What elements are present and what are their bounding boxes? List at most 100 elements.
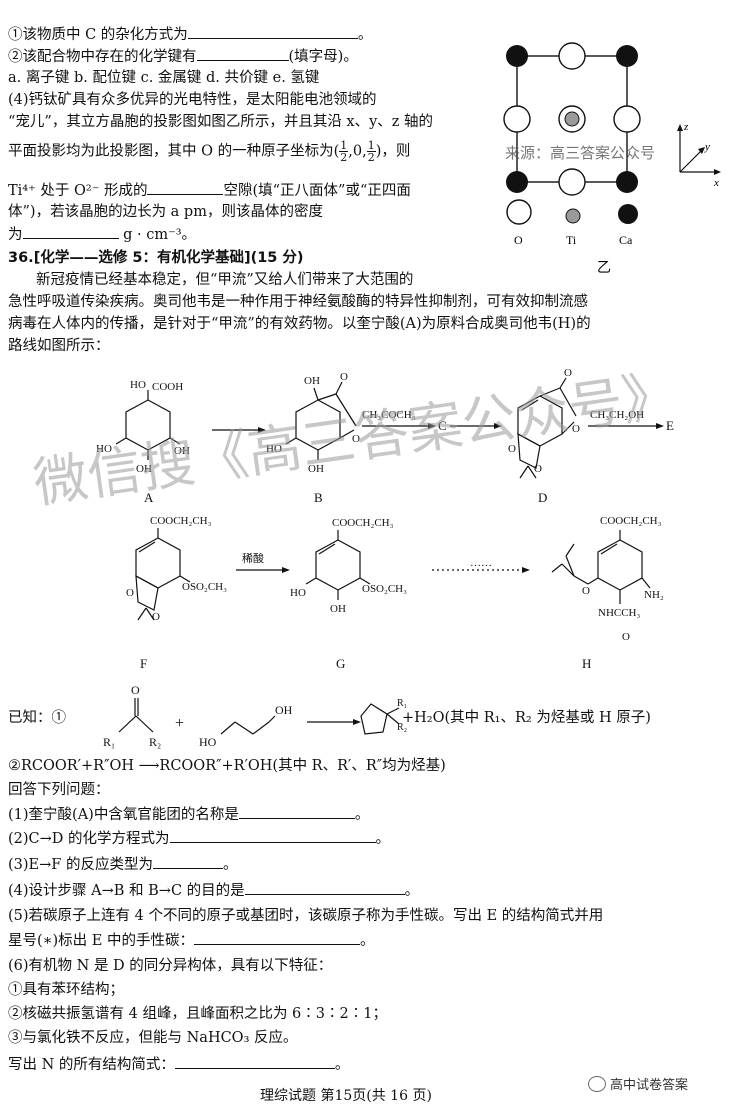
label-e: E (666, 418, 674, 433)
known-1-r2: R₂ (149, 735, 161, 749)
scheme-h-nh2: NH₂ (644, 589, 664, 601)
condition-2: ②核磁共振氢谱有 4 组峰，且峰面积之比为 6∶3∶2∶1； (8, 1006, 387, 1022)
axis-z-label: z (683, 121, 689, 133)
question-3: (3)E→F 的反应类型为。 (8, 854, 237, 875)
scheme-b-o: O (340, 371, 348, 383)
reagent-d-to-e: CH₃CH₂OH (590, 409, 644, 421)
scheme-d-o2: O (572, 423, 580, 435)
q35-line5: “宠儿”，其立方晶胞的投影图如图乙所示，并且其沿 x、y、z 轴的 (8, 114, 434, 130)
question-5a: (5)若碳原子上连有 4 个不同的原子或基团时，该碳原子称为手性碳。写出 E 的… (8, 908, 604, 924)
scheme-h-nhac: NHCCH₃ (598, 607, 641, 619)
ti-atom (564, 111, 580, 127)
ca-atom (616, 45, 638, 67)
question-6-answer: 写出 N 的所有结构简式：。 (8, 1054, 349, 1075)
label-f: F (140, 656, 147, 671)
scheme-b-o2: O (352, 433, 360, 445)
reagent-b-to-c: CH₃COCH₃ (362, 409, 416, 421)
label-b: B (314, 490, 323, 505)
scheme-a-oh2: OH (174, 445, 190, 457)
scheme-b-ho: HO (266, 443, 282, 455)
figure-caption: 乙 (597, 260, 611, 276)
legend-o-marker (506, 199, 532, 225)
known-1-reaction: O R₁ R₂ + HO OH R₁ R₂ (103, 683, 407, 749)
known-1-prod-r2: R₂ (397, 722, 407, 733)
question-6: (6)有机物 N 是 D 的同分异构体，具有以下特征： (8, 958, 333, 974)
scheme-g-ester: COOCH₂CH₃ (332, 517, 394, 529)
scheme-b-oh: OH (304, 375, 320, 387)
legend-ca-label: Ca (619, 233, 633, 247)
known-1-r1: R₁ (103, 735, 115, 749)
scheme-g-oso2: OSO₂CH₃ (362, 583, 407, 595)
crystal-projection-figure: z y x O Ti Ca 乙 (503, 42, 721, 276)
scheme-h-ester: COOCH₂CH₃ (600, 515, 662, 527)
question-5b: 星号(∗)标出 E 中的手性碳：。 (8, 930, 374, 951)
known-1-tail: +H₂O(其中 R₁、R₂ 为烃基或 H 原子) (402, 710, 651, 726)
known-1-ho: HO (199, 735, 217, 749)
page-footer: 理综试题 第15页(共 16 页) (260, 1088, 432, 1104)
legend-ti-label: Ti (566, 233, 577, 247)
condition-1: ①具有苯环结构； (8, 982, 124, 998)
scheme-f-oso2: OSO₂CH₃ (182, 581, 227, 593)
q35-line2: ②该配合物中存在的化学键有(填字母)。 (8, 46, 358, 67)
known-1-label: 已知：① (8, 710, 66, 726)
scheme-a-oh1: OH (136, 463, 152, 475)
question-2: (2)C→D 的化学方程式为。 (8, 828, 390, 849)
questions-intro: 回答下列问题： (8, 782, 110, 798)
known-1-prod-r1: R₁ (397, 698, 407, 709)
o-atom (558, 42, 586, 70)
o-atom (503, 105, 531, 133)
wechat-badge: 高中试卷答案 (588, 1074, 688, 1093)
q35-line7: Ti⁴⁺ 处于 O²⁻ 形成的空隙(填“正八面体”或“正四面 (8, 180, 411, 201)
scheme-b-oh2: OH (308, 463, 324, 475)
question-4: (4)设计步骤 A→B 和 B→C 的目的是。 (8, 880, 419, 901)
scheme-d-o4: O (534, 463, 542, 475)
q36-para3: 病毒在人体内的传播，是针对于“甲流”的有效药物。以奎宁酸(A)为原料合成奥司他韦… (8, 316, 591, 332)
wechat-account-name: 高中试卷答案 (610, 1078, 689, 1093)
label-c: C (438, 418, 447, 433)
scheme-g-oh: OH (330, 603, 346, 615)
label-g: G (336, 656, 345, 671)
q36-para4: 路线如图所示： (8, 338, 110, 354)
o-atom (613, 105, 641, 133)
label-d: D (538, 490, 547, 505)
scheme-g-ho: HO (290, 587, 306, 599)
scheme-f-o: O (126, 587, 134, 599)
q35-line1: ①该物质中 C 的杂化方式为。 (8, 24, 372, 45)
legend-ti-marker (565, 208, 581, 224)
scheme-dots: …… (470, 557, 492, 569)
ca-atom (616, 171, 638, 193)
legend-o-label: O (514, 233, 523, 247)
axis-x-label: x (713, 177, 719, 189)
known-2: ②RCOOR′+R″OH ⟶RCOOR″+R′OH(其中 R、R′、R″均为烃基… (8, 758, 446, 774)
known-1-oh: OH (275, 703, 293, 717)
known-1-o: O (131, 683, 140, 697)
scheme-a-ho: HO (130, 379, 146, 391)
synthesis-scheme: HO COOH HO OH OH A OH O O HO OH B CH₃COC… (96, 367, 674, 671)
q35-line9: 为 g · cm⁻³。 (8, 224, 196, 245)
q35-line4: (4)钙钛矿具有众多优异的光电特性，是太阳能电池领域的 (8, 92, 377, 108)
scheme-h-o: O (582, 585, 590, 597)
scheme-f-o2: O (152, 611, 160, 623)
scheme-f-ester: COOCH₂CH₃ (150, 515, 212, 527)
reagent-f-to-g: 稀酸 (242, 551, 264, 565)
ca-atom (506, 45, 528, 67)
question-1: (1)奎宁酸(A)中含氧官能团的名称是。 (8, 804, 369, 825)
legend-ca-marker (618, 204, 638, 224)
axis-y-label: y (704, 141, 710, 153)
ca-atom (506, 171, 528, 193)
q36-header: 36.[化学——选修 5：有机化学基础](15 分) (8, 250, 304, 266)
scheme-d-o: O (564, 367, 572, 379)
q36-para1: 新冠疫情已经基本稳定，但“甲流”又给人们带来了大范围的 (36, 272, 414, 288)
scheme-a-cooh: COOH (152, 381, 183, 393)
q35-line8: 体”)，若该晶胞的边长为 a pm，则该晶体的密度 (8, 204, 323, 220)
label-h: H (582, 656, 591, 671)
scheme-d-o3: O (508, 443, 516, 455)
scheme-h-o2: O (622, 631, 630, 643)
scheme-a-ho2: HO (96, 443, 112, 455)
known-1-plus: + (175, 715, 184, 732)
o-atom (558, 168, 586, 196)
q35-options: a. 离子键 b. 配位键 c. 金属键 d. 共价键 e. 氢键 (8, 70, 320, 86)
label-a: A (144, 490, 154, 505)
